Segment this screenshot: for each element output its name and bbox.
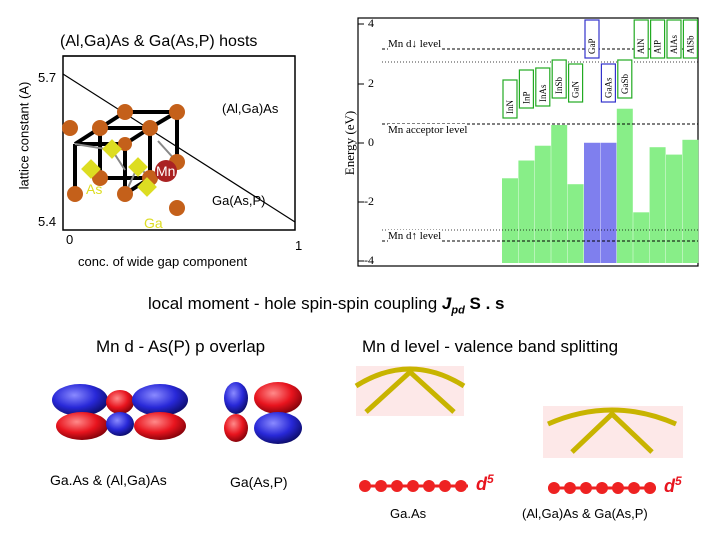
energy-bar-gap bbox=[584, 142, 600, 263]
x-tick-left: 0 bbox=[66, 232, 74, 247]
bar-label-alas: AlAs bbox=[669, 35, 679, 54]
energy-bar-gasb bbox=[616, 108, 633, 263]
mn-acceptor-level-label: Mn acceptor level bbox=[388, 124, 468, 136]
energy-bars bbox=[502, 108, 699, 263]
energy-bar-alsb bbox=[682, 139, 699, 263]
orbital-caption-gaasp: Ga(As,P) bbox=[230, 474, 288, 490]
bar-labels: InN InP InAs InSb GaN GaP GaAs GaSb AlN AlP AlAs Al… bbox=[502, 19, 699, 119]
bar-label-box-aln bbox=[633, 19, 649, 59]
energy-bar-gaas bbox=[600, 142, 617, 263]
left-panel-title: (Al,Ga)As & Ga(As,P) hosts bbox=[60, 33, 258, 50]
bar-label-box-insb bbox=[551, 59, 567, 99]
orbital-caption-gaas: Ga.As & (Al,Ga)As bbox=[50, 472, 167, 488]
x-tick-right: 1 bbox=[295, 238, 303, 253]
band-splitting-gaas bbox=[354, 366, 468, 492]
band-caption-alloy: (Al,Ga)As & Ga(As,P) bbox=[522, 506, 648, 521]
d5-label-alloy: d5 bbox=[664, 474, 682, 497]
bar-label-aln: AlN bbox=[636, 38, 646, 54]
bar-label-inp: InP bbox=[521, 91, 531, 104]
bar-label-box-inas bbox=[535, 67, 551, 107]
d5-sup-1: 5 bbox=[487, 472, 494, 486]
bar-label-gan: GaN bbox=[571, 81, 581, 98]
bar-label-box-inn bbox=[502, 79, 518, 119]
energy-bar-inn bbox=[502, 178, 518, 263]
energy-bar-alp bbox=[649, 147, 666, 263]
overlap-title: Mn d - As(P) p overlap bbox=[96, 337, 266, 356]
d5-sup-2: 5 bbox=[675, 474, 682, 488]
crystal-cell bbox=[62, 104, 185, 216]
bar-label-inas: InAs bbox=[538, 84, 548, 102]
orbital-overlap-gaasp bbox=[224, 382, 302, 444]
energy-bar-insb bbox=[551, 125, 568, 263]
bar-label-gasb: GaSb bbox=[620, 74, 630, 94]
y-tick-bottom: 5.4 bbox=[38, 214, 57, 229]
band-caption-gaas: Ga.As bbox=[390, 506, 427, 521]
energy-tick-m4: -4 bbox=[364, 253, 374, 267]
energy-tick-0: 0 bbox=[368, 135, 374, 149]
band-splitting-alloy bbox=[543, 406, 683, 494]
energy-tick-4: 4 bbox=[368, 16, 374, 30]
bar-label-gap: GaP bbox=[587, 39, 597, 55]
d5-base-1: d bbox=[476, 474, 487, 494]
gaasp-line-label: Ga(As,P) bbox=[212, 193, 266, 208]
x-axis-label: conc. of wide gap component bbox=[78, 254, 248, 269]
bar-label-box-gaas bbox=[600, 63, 617, 103]
d5-label-gaas: d5 bbox=[476, 472, 494, 495]
bar-label-box-inp bbox=[518, 69, 535, 109]
atom-label-as: As bbox=[86, 181, 103, 197]
atom-label-ga: Ga bbox=[144, 215, 163, 231]
bar-label-box-alp bbox=[649, 19, 666, 59]
bar-label-gaas: GaAs bbox=[603, 77, 613, 98]
bar-label-insb: InSb bbox=[554, 76, 564, 94]
d5-base-2: d bbox=[664, 476, 675, 496]
coupling-title: local moment - hole spin-spin coupling J… bbox=[148, 294, 504, 316]
energy-bar-inas bbox=[534, 145, 551, 263]
bar-label-alp: AlP bbox=[653, 40, 663, 54]
coupling-title-j: J bbox=[441, 294, 452, 313]
coupling-title-pd: pd bbox=[451, 304, 465, 317]
energy-bar-inp bbox=[518, 160, 535, 263]
energy-bar-gan bbox=[567, 184, 584, 263]
bar-label-box-alas bbox=[666, 19, 682, 59]
bar-label-box-gasb bbox=[617, 59, 633, 99]
splitting-title: Mn d level - valence band splitting bbox=[362, 337, 619, 356]
bar-label-inn: InN bbox=[505, 100, 515, 114]
energy-bar-alas bbox=[666, 154, 682, 263]
mn-up-level-label: Mn d↑ level bbox=[388, 230, 442, 242]
mn-down-level-label: Mn d↓ level bbox=[388, 38, 442, 50]
atom-label-mn: Mn bbox=[156, 163, 176, 179]
bar-label-box-gap bbox=[584, 19, 600, 59]
energy-tick-m2: -2 bbox=[364, 194, 374, 208]
coupling-title-main: local moment - hole spin-spin coupling bbox=[148, 294, 442, 313]
bar-label-box-gan bbox=[567, 63, 584, 103]
energy-tick-2: 2 bbox=[368, 76, 374, 90]
bar-label-alsb: AlSb bbox=[685, 35, 695, 54]
energy-bar-aln bbox=[633, 212, 650, 263]
orbital-overlap-gaas bbox=[52, 384, 188, 440]
coupling-title-ss: S . s bbox=[464, 294, 505, 313]
bar-label-box-alsb bbox=[682, 19, 699, 59]
algaas-line-label: (Al,Ga)As bbox=[222, 101, 279, 116]
y-tick-top: 5.7 bbox=[38, 70, 57, 85]
